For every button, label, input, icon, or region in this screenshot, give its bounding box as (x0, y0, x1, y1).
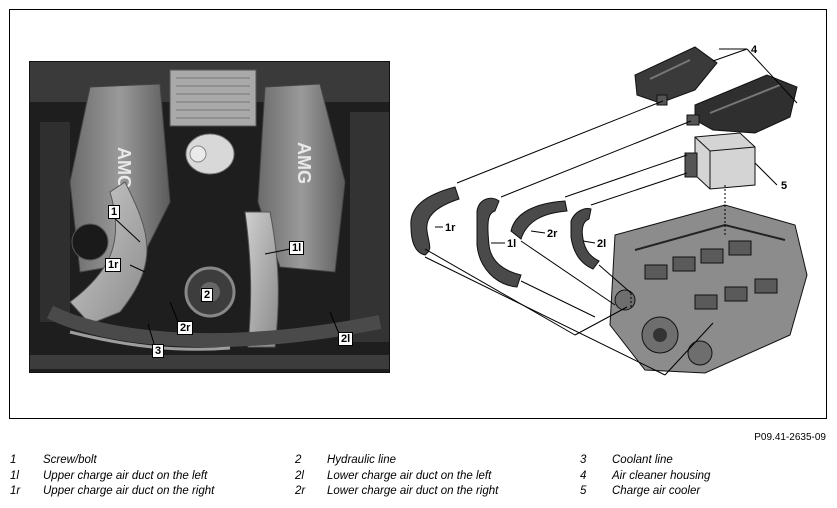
callout-4: 4 (751, 44, 758, 56)
legend-number: 5 (580, 485, 587, 497)
callout-1r-diagram: 1r (445, 222, 456, 234)
callout-2l-diagram: 2l (597, 238, 606, 250)
legend-text: Hydraulic line (327, 454, 397, 466)
legend-number: 1r (10, 485, 21, 497)
callout-5: 5 (781, 180, 787, 192)
legend-text: Screw/bolt (43, 454, 97, 466)
callout-2r: 2r (177, 321, 194, 335)
callout-1l-diagram: 1l (507, 238, 516, 250)
legend-number: 4 (580, 469, 587, 482)
legend-text: Upper charge air duct on the left (43, 469, 208, 482)
legend-text: Coolant line (612, 454, 673, 466)
legend-row: 1r Upper charge air duct on the right 2r… (10, 485, 830, 501)
duct-1r-illustration (410, 186, 460, 256)
air-cleaner-housing-illustration (634, 46, 798, 134)
callout-3: 3 (152, 344, 165, 358)
amg-badge-right: AMG (294, 142, 314, 184)
legend-text: Charge air cooler (612, 485, 701, 497)
legend-number: 2l (295, 469, 304, 482)
callout-2l: 2l (338, 332, 354, 346)
legend-text: Upper charge air duct on the right (43, 485, 215, 497)
duct-2l-illustration (570, 208, 600, 270)
engine-block-illustration (609, 204, 808, 374)
duct-2r-illustration (510, 200, 568, 240)
callout-2: 2 (201, 288, 214, 302)
legend-row: 1l Upper charge air duct on the left 2l … (10, 470, 830, 486)
charge-air-cooler-illustration (684, 132, 756, 190)
legend-row: 1 Screw/bolt 2 Hydraulic line 3 Coolant … (10, 454, 830, 470)
figure-id: P09.41-2635-09 (754, 432, 826, 443)
callout-2r-diagram: 2r (547, 228, 558, 240)
callout-1l: 1l (289, 241, 305, 255)
legend-number: 2r (295, 485, 306, 497)
legend: 1 Screw/bolt 2 Hydraulic line 3 Coolant … (10, 454, 830, 501)
exploded-diagram: 4 5 1r 1l 2r 2l (395, 35, 820, 385)
duct-1l-illustration (476, 197, 522, 288)
legend-number: 1 (10, 454, 17, 466)
engine-photo: AMG AMG 1 1r 2 1l 2r 3 2l (29, 61, 390, 373)
callout-1: 1 (108, 205, 121, 219)
legend-text: Air cleaner housing (612, 469, 711, 482)
callout-1r: 1r (105, 258, 122, 272)
legend-number: 2 (295, 454, 302, 466)
legend-number: 3 (580, 454, 587, 466)
amg-badge-left: AMG (114, 147, 134, 189)
legend-text: Lower charge air duct on the right (327, 485, 499, 497)
legend-number: 1l (10, 469, 19, 482)
legend-text: Lower charge air duct on the left (327, 469, 492, 482)
